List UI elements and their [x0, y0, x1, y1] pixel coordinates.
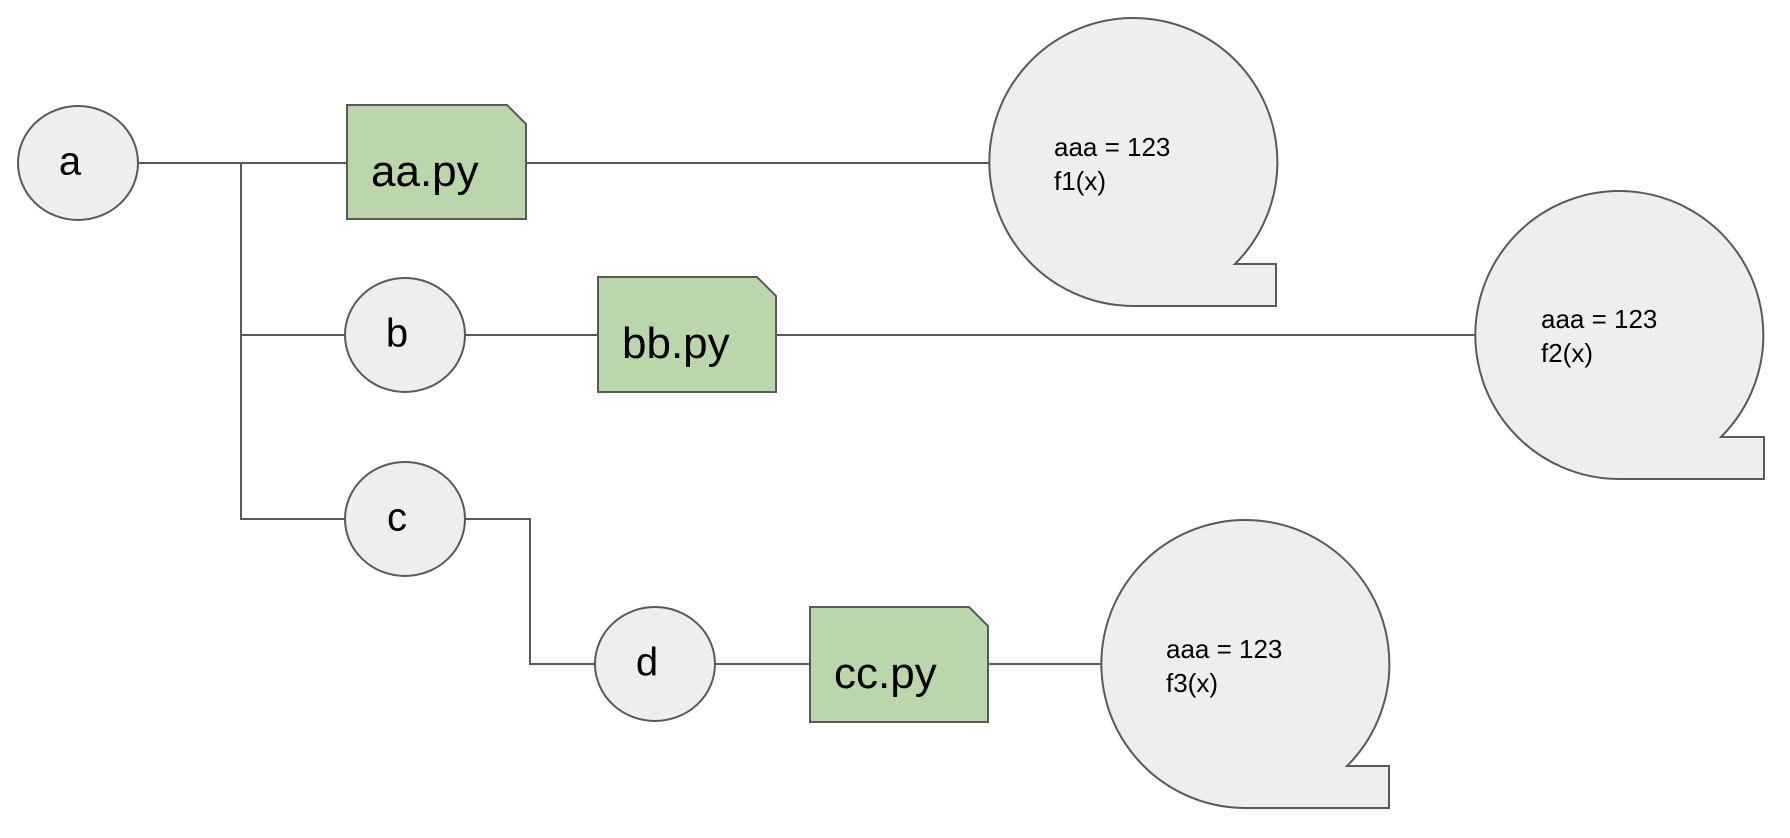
callout-cc-line1: aaa = 123: [1166, 634, 1282, 664]
file-cc-icon: [809, 606, 989, 723]
callout-aa-line1: aaa = 123: [1054, 132, 1170, 162]
folder-c: c: [344, 461, 466, 577]
connector-trunk: [240, 163, 344, 520]
callout-bb-line1: aaa = 123: [1541, 304, 1657, 334]
callout-bb: aaa = 123 f2(x): [1474, 190, 1765, 481]
folder-b-circle: [344, 277, 466, 393]
connector-c-d: [465, 518, 595, 665]
folder-b: b: [344, 277, 466, 393]
callout-cc-bubble: [1100, 519, 1391, 809]
callout-aa: aaa = 123 f1(x): [988, 17, 1279, 308]
callout-cc-line2: f3(x): [1166, 668, 1218, 698]
connectors: [139, 162, 1476, 665]
callout-aa-line2: f1(x): [1054, 166, 1106, 196]
file-bb-icon: [597, 276, 777, 393]
folder-c-circle: [344, 461, 466, 577]
folder-d-label: d: [636, 641, 658, 685]
folder-d-circle: [594, 606, 716, 722]
file-aa: aa.py: [346, 104, 527, 220]
file-cc-label: cc.py: [834, 649, 937, 698]
folder-c-label: c: [387, 496, 407, 540]
folder-a: a: [17, 105, 139, 221]
folder-a-circle: [17, 105, 139, 221]
folder-d: d: [594, 606, 716, 722]
file-cc: cc.py: [809, 606, 989, 723]
file-aa-icon: [346, 104, 527, 220]
callout-bb-bubble: [1474, 190, 1765, 481]
callout-aa-bubble: [988, 17, 1279, 308]
folder-b-label: b: [386, 312, 408, 356]
folder-a-label: a: [59, 140, 82, 184]
callout-bb-line2: f2(x): [1541, 338, 1593, 368]
file-bb-label: bb.py: [622, 319, 730, 368]
file-bb: bb.py: [597, 276, 777, 393]
file-aa-label: aa.py: [371, 147, 479, 196]
callout-cc: aaa = 123 f3(x): [1100, 519, 1391, 809]
